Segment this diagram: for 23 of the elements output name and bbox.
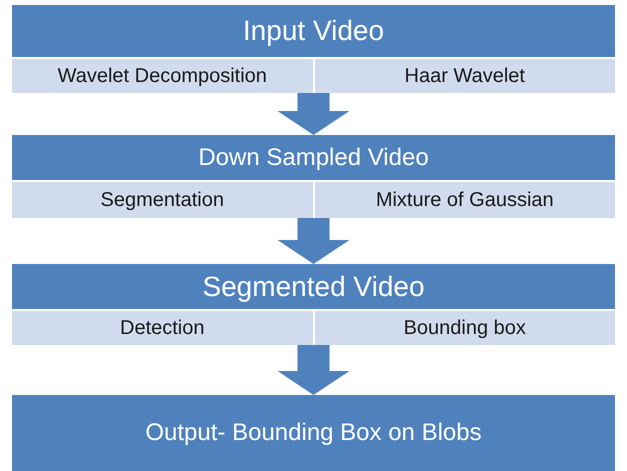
step-cell xyxy=(312,59,615,93)
step-cell xyxy=(12,311,312,345)
step-label: Detection xyxy=(120,318,204,338)
step-label: Bounding box xyxy=(404,318,526,338)
step-cell xyxy=(312,182,615,218)
stage-title: Segmented Video xyxy=(202,272,425,300)
stage-title: Output- Bounding Box on Blobs xyxy=(145,421,482,445)
step-cell xyxy=(12,59,312,93)
step-label: Segmentation xyxy=(100,190,224,210)
block-arrow xyxy=(278,345,350,395)
block-arrow xyxy=(278,218,350,264)
stage-title: Input Video xyxy=(242,17,384,45)
step-label: Mixture of Gaussian xyxy=(376,190,554,210)
step-label: Wavelet Decomposition xyxy=(58,66,267,86)
stage-block xyxy=(12,264,615,345)
stage-block xyxy=(12,5,615,93)
step-cell xyxy=(12,182,312,218)
step-label: Haar Wavelet xyxy=(404,66,525,86)
block-arrow xyxy=(278,93,350,135)
stage-block xyxy=(12,395,615,471)
step-cell xyxy=(312,311,615,345)
stage-title: Down Sampled Video xyxy=(198,146,429,170)
stage-block xyxy=(12,135,615,218)
